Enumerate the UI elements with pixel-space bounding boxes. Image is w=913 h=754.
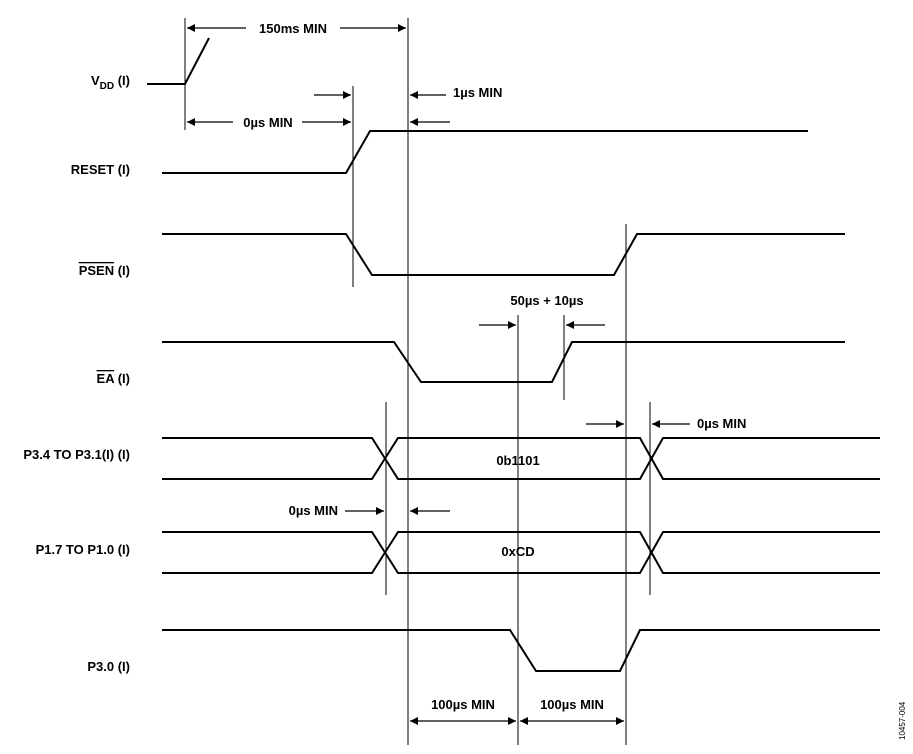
reset-label: RESET (I) [71, 162, 130, 177]
reset-waveform [162, 130, 808, 174]
p3-4-to-p3-1-label: P3.4 TO P3.1(I) (I) [23, 447, 130, 462]
label-0us-min-hold: 0µs MIN [697, 416, 746, 431]
psen-waveform [162, 233, 845, 276]
dim-1us [410, 91, 450, 126]
label-100us-min-2: 100µs MIN [540, 697, 604, 712]
label-150ms-min: 150ms MIN [259, 21, 327, 36]
vdd-waveform [147, 37, 210, 85]
figure-id: 10457-004 [898, 701, 907, 740]
p1-7-to-p1-0-bus [162, 531, 880, 574]
label-1us-min: 1µs MIN [453, 85, 502, 100]
p3-0-label: P3.0 (I) [87, 659, 130, 674]
p3-4-to-p3-1-bus [162, 437, 880, 480]
label-50us-plus-10us: 50µs + 10µs [510, 293, 583, 308]
ea-label: EA (I) [97, 371, 130, 386]
ea-waveform [162, 341, 845, 383]
dim-0us-vdd-reset [187, 91, 351, 126]
vdd-label: VDD (I) [91, 73, 130, 92]
label-0us-min-setup: 0µs MIN [289, 503, 338, 518]
label-0us-min-vdd-reset: 0µs MIN [243, 115, 292, 130]
p3-0-waveform [162, 629, 880, 672]
p1-7-to-p1-0-label: P1.7 TO P1.0 (I) [36, 542, 130, 557]
label-100us-min-1: 100µs MIN [431, 697, 495, 712]
psen-label: PSEN (I) [79, 263, 130, 278]
